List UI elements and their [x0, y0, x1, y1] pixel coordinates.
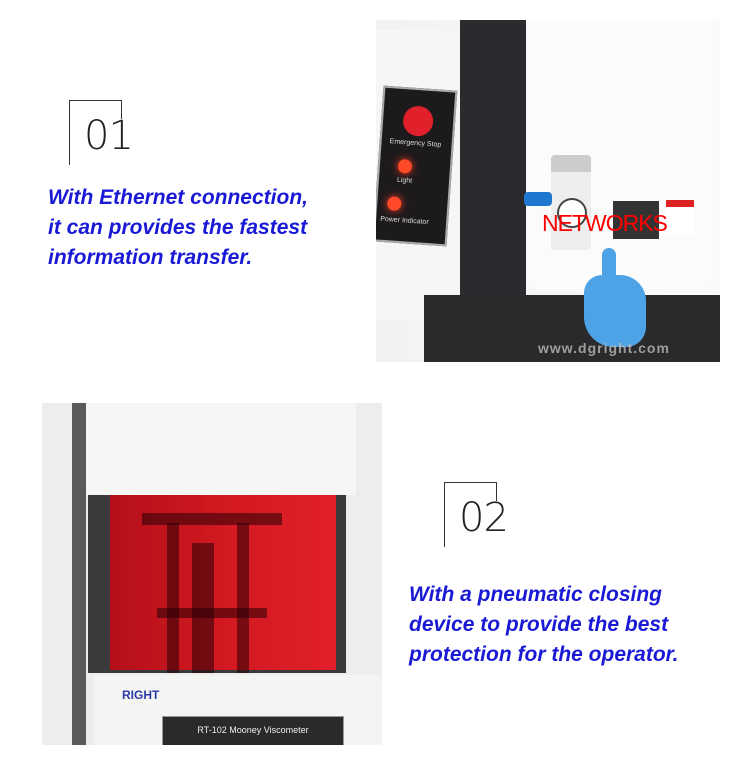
step-number-box: 02	[444, 482, 509, 547]
nameplate: RT-102 Mooney Viscometer	[162, 716, 344, 745]
feature-description: With a pneumatic closing device to provi…	[409, 580, 679, 670]
control-panel: Emergency Stop Light Power Indicator	[376, 85, 458, 247]
pressure-gauge-icon	[557, 198, 587, 228]
feature-description: With Ethernet connection, it can provide…	[48, 183, 308, 273]
step-number: 02	[459, 495, 509, 541]
text-line: With a pneumatic closing	[409, 583, 663, 606]
power-indicator-label: Power Indicator	[379, 215, 429, 227]
pneumatic-closing-photo: RIGHT RT-102 Mooney Viscometer	[42, 403, 382, 745]
light-icon	[397, 158, 413, 174]
step-number-box: 01	[69, 100, 134, 165]
emergency-stop-icon	[402, 105, 435, 138]
watermark: www.dgright.com	[538, 340, 670, 356]
light-label: Light	[396, 176, 413, 185]
power-indicator-icon	[386, 196, 402, 212]
text-line: device to provide the best	[409, 613, 669, 636]
text-line: information transfer.	[48, 246, 253, 269]
text-line: With Ethernet connection,	[48, 186, 308, 209]
text-line: it can provides the fastest	[48, 216, 308, 239]
ethernet-port-photo: Emergency Stop Light Power Indicator NET…	[376, 20, 720, 362]
step-number: 01	[84, 113, 134, 159]
text-line: protection for the operator.	[409, 643, 679, 666]
networks-label: NETWORKS	[542, 210, 668, 236]
brand-logo: RIGHT	[122, 688, 160, 702]
warning-label	[666, 200, 694, 235]
pointing-hand-icon	[584, 275, 646, 347]
emergency-stop-label: Emergency Stop	[389, 138, 442, 149]
